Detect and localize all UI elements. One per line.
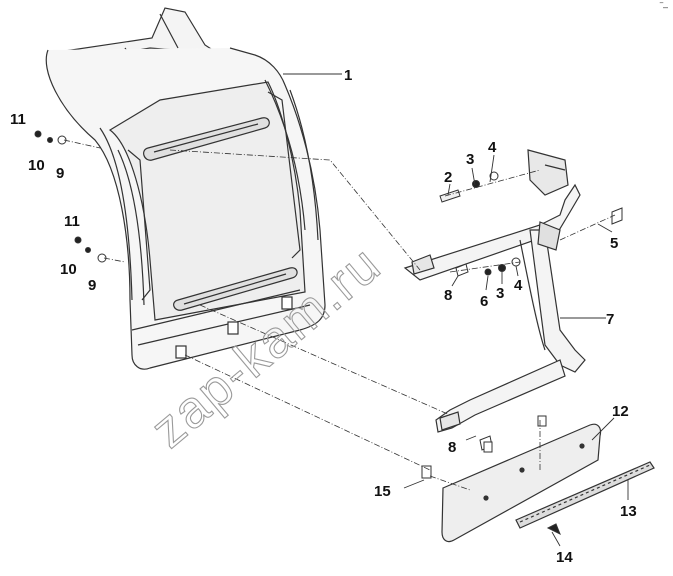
- callout-14: 14: [556, 549, 573, 566]
- callout-15: 15: [374, 483, 391, 500]
- mudguard-panel: [45, 7, 326, 370]
- mud-flap: [441, 423, 602, 543]
- callout-10a: 10: [28, 157, 45, 174]
- callout-11a: 11: [10, 111, 26, 128]
- callout-12: 12: [612, 403, 629, 420]
- callout-3b: 3: [496, 285, 504, 302]
- callout-10b: 10: [60, 261, 77, 278]
- callout-9a: 9: [56, 165, 64, 182]
- callout-11b: 11: [64, 213, 80, 230]
- callout-5: 5: [610, 235, 618, 252]
- callout-7: 7: [606, 311, 614, 328]
- leader-lines: [283, 73, 629, 547]
- callout-13: 13: [620, 503, 637, 520]
- callout-labels: 1 11 10 9 11 10 9 2 3 4 5 8 6 3 4 7 8 12…: [10, 67, 637, 566]
- hardware: [34, 130, 623, 536]
- callout-8a: 8: [444, 287, 452, 304]
- assembly-lines: [63, 139, 616, 491]
- corner-mark: ‾–: [659, 2, 668, 12]
- callout-4b: 4: [514, 277, 523, 294]
- callout-8b: 8: [448, 439, 456, 456]
- callout-4a: 4: [488, 139, 497, 156]
- bracket-frame: [403, 149, 586, 433]
- callout-6: 6: [480, 293, 488, 310]
- callout-9b: 9: [88, 277, 96, 294]
- strip: [515, 461, 655, 529]
- callout-3a: 3: [466, 151, 474, 168]
- callout-1: 1: [344, 67, 352, 84]
- callout-2: 2: [444, 169, 452, 186]
